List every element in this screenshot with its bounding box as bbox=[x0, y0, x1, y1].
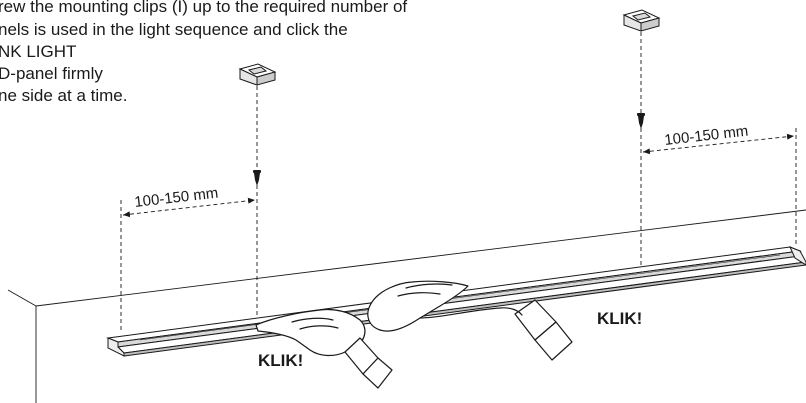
led-panel-groove bbox=[139, 254, 781, 341]
clip-right-side-face bbox=[640, 17, 660, 32]
mounting-clip-right bbox=[622, 9, 661, 32]
dimension-left-label: 100-150 mm bbox=[134, 185, 220, 211]
led-panel-front-face bbox=[117, 250, 801, 348]
wall-side-edge bbox=[7, 289, 37, 307]
dimension-left: 100-150 mm bbox=[122, 185, 256, 218]
screw-right bbox=[637, 113, 645, 129]
led-panel-left-end bbox=[107, 337, 125, 357]
klik-left-label: KLIK! bbox=[258, 351, 303, 370]
mounting-clip-left bbox=[238, 63, 277, 86]
guide-lines bbox=[120, 32, 797, 330]
screw-right-head bbox=[637, 113, 645, 116]
hand-right-sleeve bbox=[534, 321, 573, 361]
hand-right-finger-line-2 bbox=[397, 292, 441, 297]
ceiling-outline bbox=[7, 209, 806, 403]
hand-right bbox=[367, 280, 573, 361]
hand-left-finger-line-1 bbox=[291, 317, 334, 323]
dimension-right: 100-150 mm bbox=[642, 123, 795, 155]
dimension-right-arrow bbox=[642, 133, 795, 155]
clip-right-slot bbox=[631, 12, 652, 21]
led-panel-bottom-face bbox=[116, 255, 806, 354]
clip-left-side-face bbox=[256, 71, 276, 86]
dimension-left-arrow bbox=[122, 197, 256, 218]
screw-right-shaft bbox=[638, 116, 644, 129]
hand-right-finger-line-1 bbox=[405, 283, 453, 289]
led-panel bbox=[106, 246, 806, 357]
screw-left-shaft bbox=[254, 173, 260, 186]
ceiling-wall-edge bbox=[35, 209, 806, 307]
hand-left bbox=[255, 308, 393, 389]
screw-left-head bbox=[253, 170, 261, 173]
hand-right-wrist-line bbox=[419, 307, 523, 319]
led-panel-right-end bbox=[789, 246, 806, 266]
hand-left-finger-line-2 bbox=[299, 325, 339, 330]
clip-left-slot bbox=[247, 66, 268, 75]
hand-left-palm bbox=[255, 308, 366, 357]
hand-right-palm bbox=[367, 280, 469, 332]
screw-left bbox=[253, 170, 261, 186]
hand-left-sleeve bbox=[362, 357, 393, 389]
led-panel-edge bbox=[123, 261, 806, 357]
klik-right-label: KLIK! bbox=[597, 309, 642, 328]
